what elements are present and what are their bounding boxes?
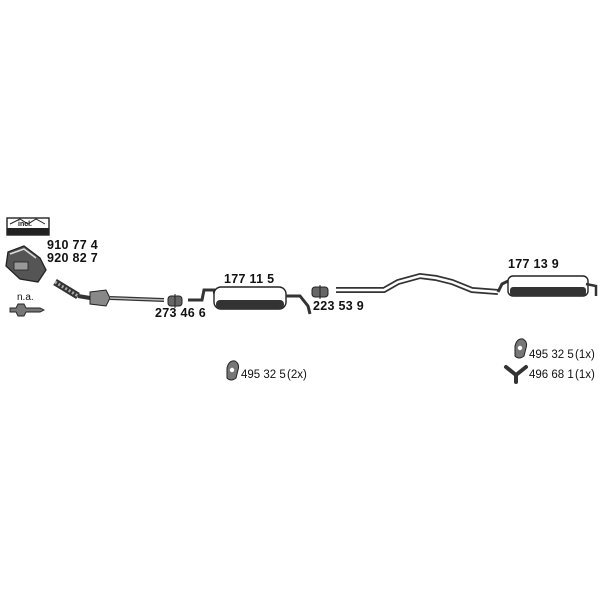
hanger-code-3: 496 68 1 bbox=[529, 369, 574, 381]
sensor-na-label: n.a. bbox=[17, 292, 34, 303]
hanger-code-1: 495 32 5 bbox=[241, 369, 286, 381]
part-number-177115: 177 11 5 bbox=[224, 272, 275, 286]
rubber-hanger-icon bbox=[226, 360, 240, 381]
kit-incl-label: incl. bbox=[18, 221, 33, 228]
clamp-icon bbox=[167, 294, 183, 308]
hanger-qty-1: (2x) bbox=[287, 369, 307, 381]
part-number-910774: 910 77 4 bbox=[47, 238, 99, 252]
connector-clamp-icon bbox=[311, 285, 329, 299]
mounting-kit-icon bbox=[6, 217, 50, 236]
hanger-code-2: 495 32 5 bbox=[529, 349, 574, 361]
rubber-hanger-icon bbox=[514, 338, 528, 359]
hanger-qty-3: (1x) bbox=[575, 369, 595, 381]
part-number-177139: 177 13 9 bbox=[508, 257, 560, 271]
front-pipe-icon bbox=[53, 279, 165, 307]
middle-pipe-icon bbox=[336, 272, 499, 295]
rear-silencer-icon bbox=[496, 275, 598, 297]
part-number-920827: 920 82 7 bbox=[47, 251, 99, 265]
center-silencer-icon bbox=[188, 286, 312, 315]
catalytic-converter-icon bbox=[5, 245, 47, 283]
part-number-273466: 273 46 6 bbox=[155, 306, 207, 320]
y-hanger-icon bbox=[504, 365, 528, 384]
lambda-sensor-icon bbox=[9, 303, 46, 317]
hanger-qty-2: (1x) bbox=[575, 349, 595, 361]
part-number-223539: 223 53 9 bbox=[313, 299, 365, 313]
